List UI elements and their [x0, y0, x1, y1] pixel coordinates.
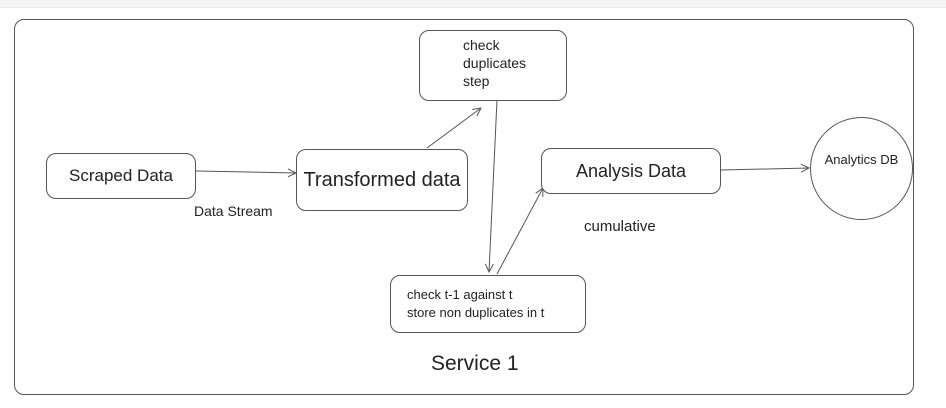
- node-analysis-data-label: Analysis Data: [575, 160, 687, 181]
- edge-label-cumulative: cumulative: [584, 218, 656, 235]
- container-label: Service 1: [431, 352, 519, 375]
- node-check-t-line: store non duplicates in t: [407, 305, 545, 320]
- node-analytics-db-label: Analytics DB: [824, 152, 899, 167]
- edge-check-dup-to-check-t: [489, 99, 498, 272]
- node-analysis-data: Analysis Data: [541, 148, 721, 194]
- node-scraped-data: Scraped Data: [46, 153, 196, 199]
- edge-check-t-to-analysis: [496, 188, 543, 275]
- edge-transformed-to-check-dup: [426, 108, 481, 149]
- node-check-duplicates-line: check: [463, 37, 500, 53]
- service-container: [14, 19, 914, 395]
- node-analytics-db: Analytics DB: [810, 117, 913, 220]
- edge-analysis-to-db: [720, 168, 809, 170]
- node-check-t: check t-1 against t store non duplicates…: [390, 275, 586, 333]
- node-check-t-line: check t-1 against t: [407, 287, 513, 302]
- node-check-duplicates: check duplicates step: [419, 30, 567, 101]
- node-scraped-data-label: Scraped Data: [69, 166, 173, 185]
- node-check-duplicates-line: duplicates: [463, 55, 527, 71]
- node-transformed-data: Transformed data: [296, 149, 468, 211]
- node-transformed-data-label: Transformed data: [303, 168, 461, 191]
- edge-scraped-to-transformed: [195, 171, 296, 173]
- node-check-duplicates-line: step: [463, 73, 490, 89]
- edge-label-data-stream: Data Stream: [194, 203, 273, 219]
- top-strip: [0, 0, 946, 8]
